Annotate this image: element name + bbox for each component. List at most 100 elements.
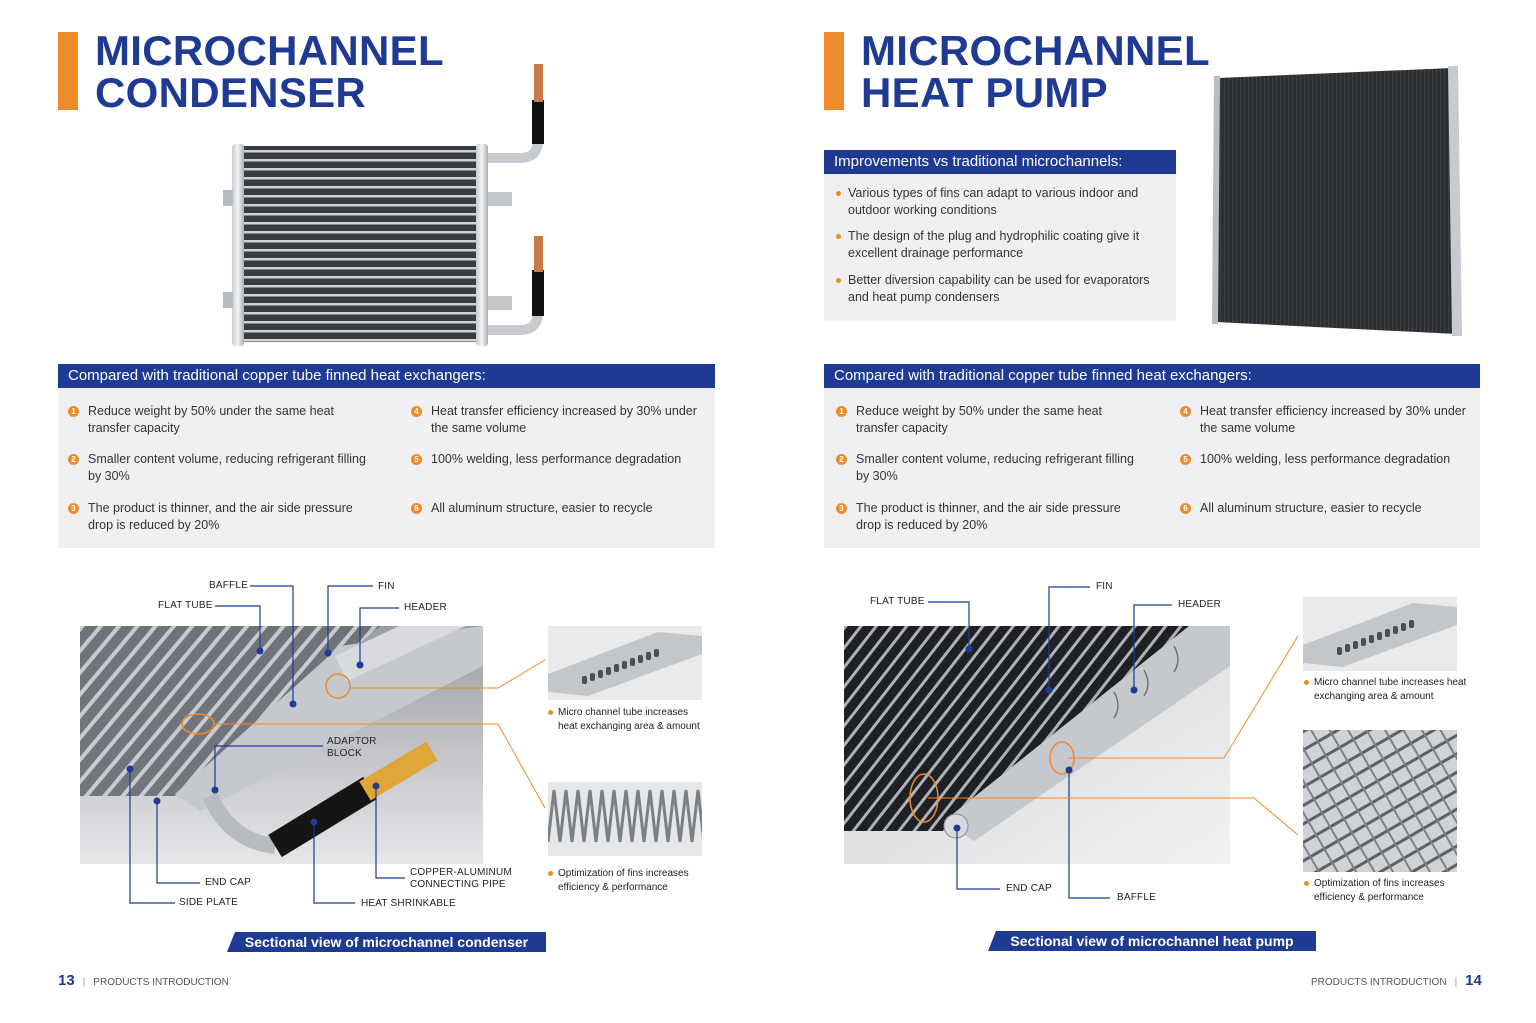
- benefit-item: 6 All aluminum structure, easier to recy…: [1170, 500, 1470, 517]
- left-page: MICROCHANNEL CONDENSER: [58, 30, 715, 989]
- benefit-number: 4: [411, 406, 422, 417]
- callout-baffle: BAFFLE: [209, 580, 248, 591]
- improvement-text: Better diversion capability can be used …: [848, 273, 1150, 304]
- page-number: 13: [58, 972, 75, 989]
- heat-pump-product-image: [1212, 64, 1462, 339]
- benefit-item: 5 100% welding, less performance degrada…: [1170, 451, 1480, 468]
- benefit-item: 1 Reduce weight by 50% under the same he…: [58, 403, 378, 437]
- tube-detail-caption: Micro channel tube increases heat exchan…: [1304, 676, 1469, 704]
- callout-flat-tube: FLAT TUBE: [158, 600, 213, 611]
- benefit-text: The product is thinner, and the air side…: [88, 501, 353, 532]
- benefit-item: 4 Heat transfer efficiency increased by …: [1170, 403, 1470, 437]
- section-caption: Sectional view of microchannel heat pump: [988, 931, 1316, 951]
- benefit-number: 6: [411, 503, 422, 514]
- benefit-number: 1: [68, 406, 79, 417]
- benefits-box: [824, 388, 1480, 548]
- footer: PRODUCTS INTRODUCTION|14: [1311, 972, 1482, 989]
- benefit-number: 2: [68, 454, 79, 465]
- callout-header: HEADER: [1178, 599, 1221, 610]
- copper-line-1: COPPER-ALUMINUM: [410, 867, 512, 878]
- condenser-section-image: [80, 626, 483, 864]
- benefit-text: Smaller content volume, reducing refrige…: [856, 452, 1134, 483]
- bullet-dot: [1304, 881, 1309, 886]
- footer: 13|PRODUCTS INTRODUCTION: [58, 972, 229, 989]
- benefit-item: 4 Heat transfer efficiency increased by …: [401, 403, 701, 437]
- heat-pump-callout-lines: [928, 586, 1299, 899]
- improvements-box: [824, 174, 1176, 321]
- condenser-callout-lines: [126, 585, 546, 904]
- title-accent-bar: [824, 32, 844, 110]
- compare-header: Compared with traditional copper tube fi…: [824, 364, 1480, 388]
- callout-side-plate: SIDE PLATE: [179, 897, 239, 908]
- bullet-dot: [548, 710, 553, 715]
- heat-pump-section-image: [844, 626, 1230, 864]
- fin-detail-image: [1303, 730, 1457, 872]
- improvement-item: Better diversion capability can be used …: [824, 272, 1168, 306]
- microchannel-tube-detail-image: [548, 626, 702, 700]
- benefit-text: 100% welding, less performance degradati…: [1200, 452, 1451, 466]
- benefit-number: 5: [411, 454, 422, 465]
- copper-line-2: CONNECTING PIPE: [410, 879, 506, 890]
- benefit-item: 6 All aluminum structure, easier to recy…: [401, 500, 701, 517]
- benefits-box: [58, 388, 715, 548]
- section-caption: Sectional view of microchannel condenser: [227, 932, 546, 952]
- benefit-number: 6: [1180, 503, 1191, 514]
- adaptor-line-1: ADAPTOR: [327, 736, 377, 747]
- footer-label: PRODUCTS INTRODUCTION: [93, 977, 229, 988]
- benefit-text: Smaller content volume, reducing refrige…: [88, 452, 366, 483]
- benefit-number: 2: [836, 454, 847, 465]
- callout-fin: FIN: [1096, 581, 1113, 592]
- improvement-item: Various types of fins can adapt to vario…: [824, 185, 1168, 219]
- benefit-item: 5 100% welding, less performance degrada…: [401, 451, 711, 468]
- benefit-number: 4: [1180, 406, 1191, 417]
- title-line-2: CONDENSER: [95, 69, 367, 116]
- bullet-dot: [836, 234, 841, 239]
- callout-end-cap: END CAP: [205, 877, 251, 888]
- benefit-text: All aluminum structure, easier to recycl…: [1200, 501, 1422, 515]
- benefit-item: 3 The product is thinner, and the air si…: [826, 500, 1146, 534]
- callout-flat-tube: FLAT TUBE: [870, 596, 925, 607]
- title-line-2: HEAT PUMP: [861, 69, 1108, 116]
- fin-detail-caption: Optimization of fins increases efficienc…: [548, 867, 708, 895]
- callout-fin: FIN: [378, 581, 395, 592]
- bullet-dot: [1304, 680, 1309, 685]
- bullet-dot: [548, 871, 553, 876]
- benefit-number: 3: [68, 503, 79, 514]
- callout-baffle: BAFFLE: [1117, 892, 1156, 903]
- bullet-dot: [836, 191, 841, 196]
- benefit-text: All aluminum structure, easier to recycl…: [431, 501, 653, 515]
- benefit-item: 2 Smaller content volume, reducing refri…: [826, 451, 1146, 485]
- title-line-1: MICROCHANNEL: [861, 27, 1210, 74]
- benefit-item: 3 The product is thinner, and the air si…: [58, 500, 378, 534]
- improvement-text: The design of the plug and hydrophilic c…: [848, 229, 1140, 260]
- improvement-text: Various types of fins can adapt to vario…: [848, 186, 1139, 217]
- condenser-product-image: [220, 60, 560, 350]
- callout-adaptor-block: ADAPTOR BLOCK: [327, 736, 377, 760]
- right-page: MICROCHANNEL HEAT PUMP Improvements vs t…: [768, 0, 1536, 1023]
- fin-detail-image: [548, 782, 702, 856]
- callout-copper-aluminum-pipe: COPPER-ALUMINUM CONNECTING PIPE: [410, 867, 512, 891]
- callout-header: HEADER: [404, 602, 447, 613]
- tube-caption-text: Micro channel tube increases heat exchan…: [1314, 677, 1467, 702]
- page-title: MICROCHANNEL HEAT PUMP: [861, 30, 1210, 114]
- benefit-text: Reduce weight by 50% under the same heat…: [856, 404, 1102, 435]
- benefit-text: Heat transfer efficiency increased by 30…: [431, 404, 697, 435]
- fin-detail-caption: Optimization of fins increases efficienc…: [1304, 877, 1469, 905]
- microchannel-tube-detail-image: [1303, 597, 1457, 671]
- benefit-item: 1 Reduce weight by 50% under the same he…: [826, 403, 1146, 437]
- title-accent-bar: [58, 32, 78, 110]
- tube-caption-text: Micro channel tube increases heat exchan…: [558, 707, 700, 732]
- benefit-text: The product is thinner, and the air side…: [856, 501, 1121, 532]
- fin-caption-text: Optimization of fins increases efficienc…: [558, 868, 689, 893]
- benefit-item: 2 Smaller content volume, reducing refri…: [58, 451, 378, 485]
- footer-label: PRODUCTS INTRODUCTION: [1311, 977, 1447, 988]
- title-line-1: MICROCHANNEL: [95, 27, 444, 74]
- improvements-header: Improvements vs traditional microchannel…: [824, 150, 1176, 174]
- bullet-dot: [836, 278, 841, 283]
- page-title: MICROCHANNEL CONDENSER: [95, 30, 444, 114]
- tube-detail-caption: Micro channel tube increases heat exchan…: [548, 706, 708, 734]
- callout-heat-shrinkable: HEAT SHRINKABLE: [361, 898, 456, 909]
- benefit-number: 5: [1180, 454, 1191, 465]
- benefit-text: Heat transfer efficiency increased by 30…: [1200, 404, 1466, 435]
- benefit-text: 100% welding, less performance degradati…: [431, 452, 682, 466]
